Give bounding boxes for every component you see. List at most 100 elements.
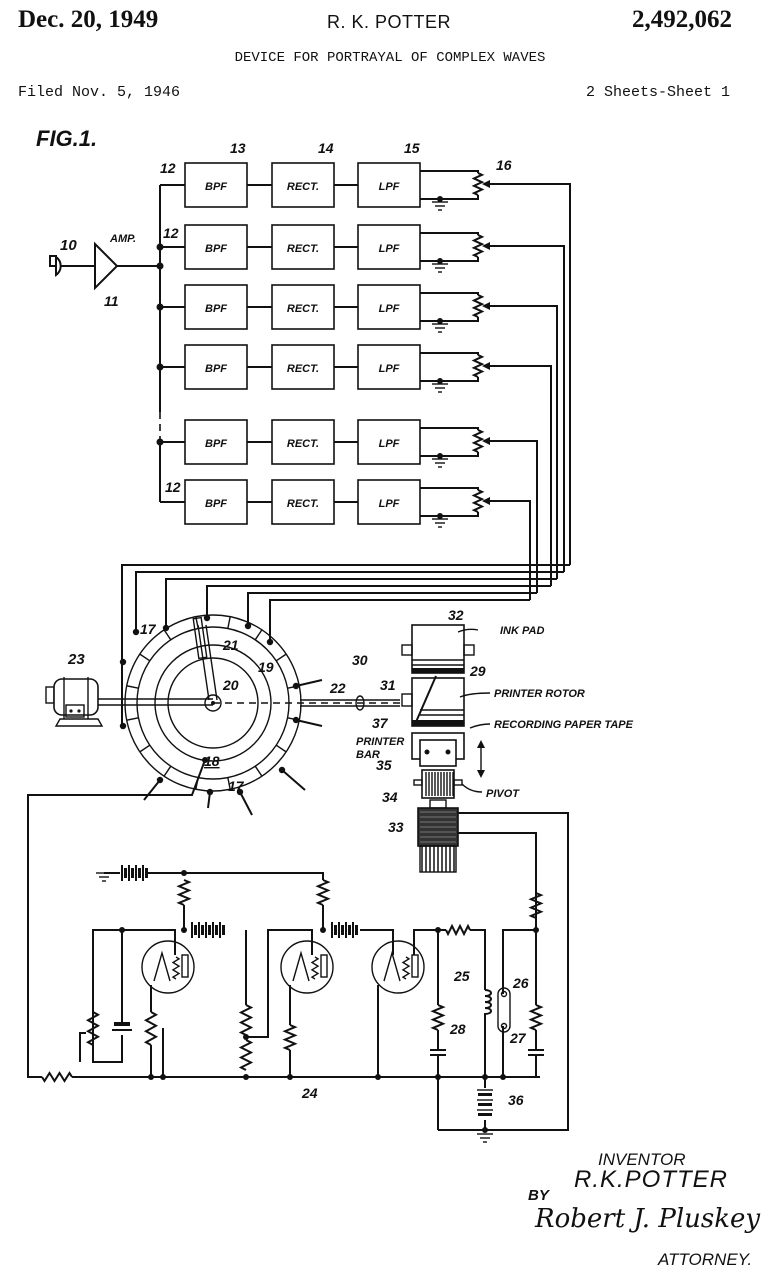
rectifier-block-label: RECT. (287, 438, 319, 450)
sheet-indicator: 2 Sheets-Sheet 1 (585, 84, 730, 101)
bandpass-filter-block (184, 419, 248, 465)
rectifier-block (271, 162, 335, 208)
bandpass-filter-block-label: BPF (205, 303, 227, 315)
rectifier-block-label: RECT. (287, 243, 319, 255)
filter-channel: BPF RECT. LPF (160, 419, 538, 593)
capacitor (114, 1022, 130, 1026)
filter-channel: BPF RECT. LPF (160, 344, 552, 586)
ref-segments-2: 17 (228, 778, 245, 794)
ref-branch-1: 12 (160, 160, 176, 176)
ref-bus: 24 (301, 1085, 318, 1101)
segment-terminal (162, 624, 170, 632)
ref-hub: 18 (204, 753, 220, 769)
filter-channel: BPF RECT. LPF (160, 162, 571, 565)
segment-terminal (119, 722, 127, 730)
bandpass-filter-block-label: BPF (205, 243, 227, 255)
ref-motor: 23 (67, 651, 85, 668)
segment-terminal (203, 614, 211, 622)
callout-paper-tape: RECORDING PAPER TAPE (494, 719, 634, 731)
ref-contact-a: 26 (512, 975, 529, 991)
lowpass-filter-block (357, 344, 421, 390)
lowpass-filter-block (357, 162, 421, 208)
ref-amplifier: 11 (104, 293, 119, 309)
ref-coil: 28 (449, 1021, 466, 1037)
lowpass-filter-block-label: LPF (379, 303, 400, 315)
callout-printer-bar-1: PRINTER (356, 736, 404, 748)
inventor-label: INVENTOR (598, 1150, 686, 1169)
microphone-icon (49, 255, 95, 277)
wiper-arrow (482, 362, 490, 370)
rectifier-block-label: RECT. (287, 303, 319, 315)
ref-segments-1: 17 (140, 621, 157, 637)
ref-battery: 36 (508, 1092, 524, 1108)
bandpass-filter-block-label: BPF (205, 498, 227, 510)
motor-icon (45, 677, 213, 727)
vacuum-tube (141, 940, 195, 994)
ref-magnet: 33 (388, 819, 404, 835)
patent-title: DEVICE FOR PORTRAYAL OF COMPLEX WAVES (234, 50, 546, 66)
lowpass-filter-block-label: LPF (379, 363, 400, 375)
bandpass-filter-block-label: BPF (205, 181, 227, 193)
ref-potentiometer: 16 (496, 157, 512, 173)
potentiometer (471, 354, 485, 378)
ref-rect: 14 (318, 140, 334, 156)
ref-contact-b: 27 (509, 1030, 527, 1046)
potentiometer (471, 489, 485, 513)
ink-pad (401, 624, 475, 674)
ref-branch-2: 12 (163, 225, 179, 241)
wiper-arrow (482, 437, 490, 445)
potentiometer (471, 172, 485, 196)
inventor-name-header: R. K. POTTER (327, 12, 452, 32)
filter-channel: BPF RECT. LPF (160, 284, 558, 579)
wiper-arrow (482, 497, 490, 505)
lowpass-filter-block-label: LPF (379, 498, 400, 510)
ref-paper-tape: 37 (372, 715, 389, 731)
amp-label: AMP. (109, 233, 136, 245)
callout-printer-rotor: PRINTER ROTOR (494, 688, 585, 700)
relay-contacts (497, 987, 511, 1033)
potentiometer (471, 429, 485, 453)
figure-label: FIG.1. (36, 126, 97, 151)
wiper-arrow (482, 242, 490, 250)
segment-terminal (119, 658, 127, 666)
potentiometer (471, 234, 485, 258)
ref-lpf: 15 (404, 140, 420, 156)
ref-pivot: 34 (382, 789, 398, 805)
inventor-name: R.K.POTTER (574, 1166, 729, 1193)
callout-printer-bar-2: BAR (356, 749, 380, 761)
wiper-arrow (482, 180, 490, 188)
bandpass-filter-block-label: BPF (205, 363, 227, 375)
potentiometer (471, 294, 485, 318)
ref-microphone: 10 (60, 237, 77, 254)
vacuum-tube (371, 940, 425, 994)
by-label: BY (528, 1187, 549, 1204)
vacuum-tube (280, 940, 334, 994)
rectifier-block (271, 344, 335, 390)
rectifier-block (271, 224, 335, 270)
trigger-circuit (41, 865, 544, 1143)
bandpass-filter-block (184, 224, 248, 270)
patent-number: 2,492,062 (632, 6, 732, 33)
ref-arm: 20 (222, 677, 239, 693)
ref-branch-3: 12 (165, 479, 181, 495)
printer-rotor (401, 675, 465, 727)
callout-pivot: PIVOT (486, 788, 520, 800)
bandpass-filter-block (184, 162, 248, 208)
bandpass-filter-block (184, 344, 248, 390)
relay-coil (484, 989, 492, 1077)
rectifier-block-label: RECT. (287, 363, 319, 375)
rectifier-block (271, 284, 335, 330)
pivot (413, 769, 463, 799)
input-resistor (41, 1071, 73, 1083)
patent-date: Dec. 20, 1949 (18, 6, 159, 33)
lowpass-filter-block-label: LPF (379, 243, 400, 255)
magnet (417, 799, 459, 873)
ref-relay: 25 (453, 968, 470, 984)
segment-terminal (266, 638, 274, 646)
wiper-arrow (482, 302, 490, 310)
rectifier-block (271, 419, 335, 465)
rectifier-block-label: RECT. (287, 181, 319, 193)
callout-ink-pad: INK PAD (500, 625, 544, 637)
amplifier-icon (94, 241, 160, 291)
